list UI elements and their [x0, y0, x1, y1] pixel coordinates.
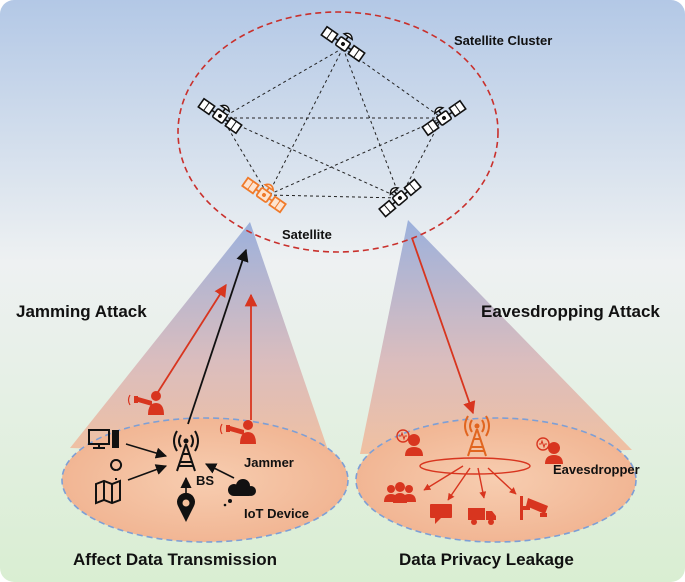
eavesdropper-label: Eavesdropper [553, 462, 640, 477]
group-icon [384, 482, 416, 503]
camera-icon [520, 496, 548, 520]
link-arrow [127, 464, 168, 481]
monitor-icon [88, 429, 119, 449]
eavesdropping-attack-label: Eavesdropping Attack [481, 302, 660, 321]
link-arrow [125, 443, 168, 459]
uplink-arrow [187, 248, 249, 425]
message-icon [430, 504, 452, 524]
leakage-ring [419, 457, 531, 475]
cloud-icon [223, 479, 256, 507]
jamming-arrow [157, 283, 227, 393]
truck-icon [468, 508, 496, 525]
iot-device-label: IoT Device [244, 506, 310, 521]
satellite-cluster-ellipse [177, 11, 499, 253]
jamming-ground-ellipse [61, 417, 349, 543]
eavesdropping-ground-ellipse [355, 417, 637, 543]
jamming-attack-label: Jamming Attack [16, 302, 147, 321]
base-station-icon [464, 415, 490, 457]
eavesdrop-arrow [411, 237, 476, 415]
eavesdropping-beam [360, 220, 632, 454]
link-arrow [204, 463, 235, 479]
data-privacy-leakage-label: Data Privacy Leakage [399, 550, 574, 569]
map-icon [95, 459, 123, 505]
satellite-label: Satellite [282, 227, 332, 242]
base-station-icon [173, 430, 199, 472]
location-pin-icon [177, 492, 195, 522]
satellite-cluster-label: Satellite Cluster [454, 33, 553, 48]
bs-label: BS [196, 473, 215, 488]
affect-data-transmission-label: Affect Data Transmission [73, 550, 278, 569]
jammer-label: Jammer [244, 455, 294, 470]
leakage-arrows [423, 465, 517, 501]
